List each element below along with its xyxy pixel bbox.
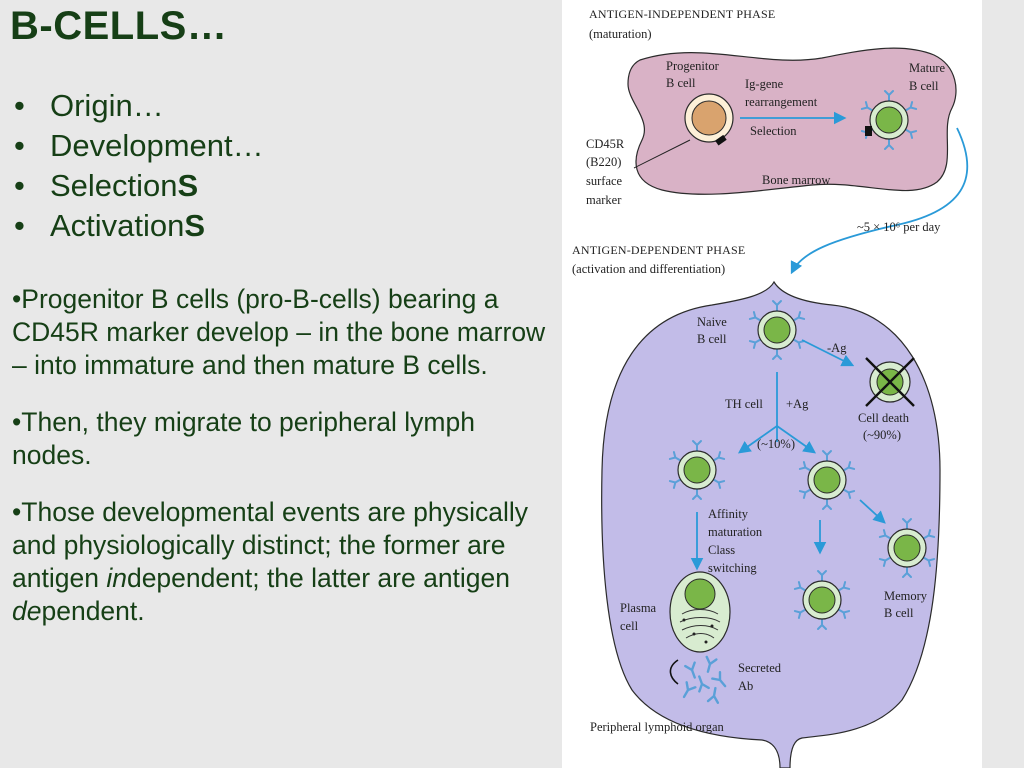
progenitor-cell [684,93,734,146]
cd45r-label-2: (B220) [586,155,621,169]
bullet-development: Development… [14,126,264,166]
plasma-label-2: cell [620,619,639,633]
progenitor-label: Progenitor [666,59,720,73]
topic-list: Origin… Development… SelectionS Activati… [14,86,264,246]
body-text: •Progenitor B cells (pro-B-cells) bearin… [12,283,552,652]
mature-label-2: B cell [909,79,939,93]
phase2-title: ANTIGEN-DEPENDENT PHASE [572,243,745,257]
bullet-activations: ActivationS [14,206,264,246]
cd45r-label: CD45R [586,137,625,151]
cell-death-label: Cell death [858,411,910,425]
affinity-label-4: switching [708,561,757,575]
progenitor-label-2: B cell [666,76,696,90]
cd45r-label-3: surface [586,174,623,188]
lymphoid-organ-region [601,280,941,768]
paragraph-phases: •Those developmental events are physical… [12,497,528,626]
mature-label: Mature [909,61,946,75]
rate-label: ~5 × 10⁶ per day [857,220,941,234]
bullet-selections: SelectionS [14,166,264,206]
ig-gene-label-2: rearrangement [745,95,818,109]
paragraph-migration: •Then, they migrate to peripheral lymph … [12,407,475,470]
memory-label: Memory [884,589,928,603]
plus-ag-label: +Ag [786,397,809,411]
paragraph-progenitor: •Progenitor B cells (pro-B-cells) bearin… [12,284,546,380]
naive-label-2: B cell [697,332,727,346]
affinity-label: Affinity [708,507,749,521]
secreted-label: Secreted [738,661,782,675]
bone-marrow-label: Bone marrow [762,173,830,187]
phase1-subtitle: (maturation) [589,27,651,41]
no-antigen-arrow [801,339,855,367]
dying-cell [865,357,915,407]
minus-ag-label: -Ag [827,341,847,355]
to-memory-arrow-b [859,499,886,524]
plasma-cell [669,571,731,653]
branch-left-arrow [737,425,778,454]
th-cell-label: TH cell [725,397,763,411]
cd45r-pointer [633,139,691,169]
slide-title: B-CELLS… [10,4,228,48]
affinity-label-3: Class [708,543,735,557]
selection-label: Selection [750,124,797,138]
peripheral-organ-label: Peripheral lymphoid organ [590,720,725,734]
naive-label: Naive [697,315,727,329]
affinity-label-2: maturation [708,525,763,539]
phase1-title: ANTIGEN-INDEPENDENT PHASE [589,7,775,21]
mature-b-cell [862,91,916,149]
memory-label-2: B cell [884,606,914,620]
branch-right-arrow [776,425,817,454]
ig-gene-label: Ig-gene [745,77,784,91]
cell-death-percent: (~90%) [863,428,901,442]
cd45r-label-4: marker [586,193,622,207]
plasma-label: Plasma [620,601,657,615]
b-cell-diagram: ANTIGEN-INDEPENDENT PHASE (maturation) P… [562,0,982,768]
migration-arrow [790,127,969,275]
secreted-label-2: Ab [738,679,753,693]
ten-percent-label: (~10%) [757,437,795,451]
secretion-arrow [669,659,679,685]
bone-marrow-region [627,47,957,195]
bullet-origin: Origin… [14,86,264,126]
phase2-subtitle: (activation and differentiation) [572,262,725,276]
